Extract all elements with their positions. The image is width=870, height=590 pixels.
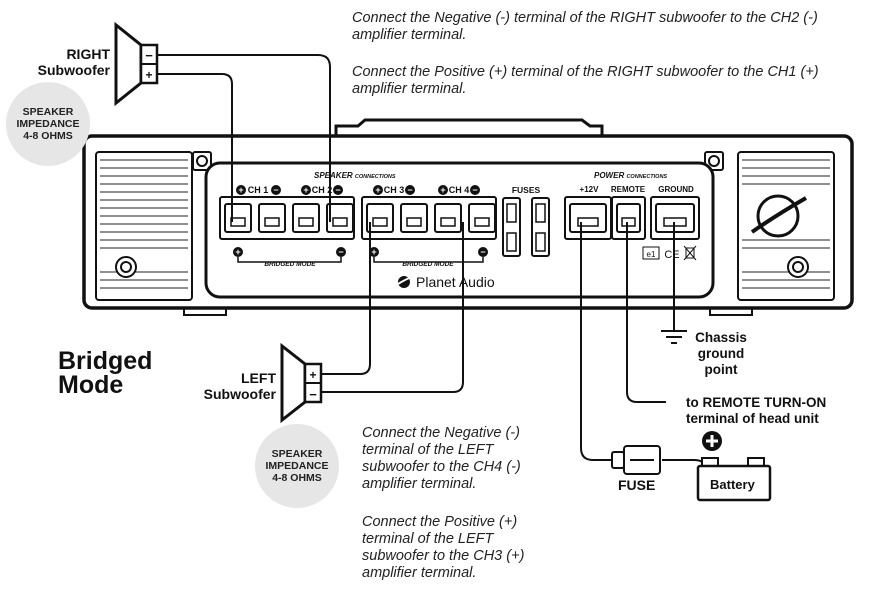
fuse-holders (502, 197, 550, 257)
power-terminal-label-ground: GROUND (658, 185, 694, 194)
speaker-connections-header: SPEAKER CONNECTIONS (314, 171, 396, 180)
note-right-negative: Connect the Negative (-) terminal of the… (352, 10, 818, 43)
remote-turn-on-label: to REMOTE TURN-ON terminal of head unit (686, 395, 827, 426)
svg-text:−: − (335, 185, 340, 195)
impedance-line-3: 4-8 OHMS (23, 130, 73, 142)
right-subwoofer-label: RIGHT Subwoofer (37, 46, 110, 78)
speaker-terminal-block-1 (219, 196, 355, 240)
fuses-label: FUSES (512, 185, 541, 195)
bridged-brackets (237, 257, 484, 263)
channel-label-1: CH 1 (248, 185, 269, 195)
svg-text:−: − (145, 48, 153, 63)
battery-positive-icon (702, 431, 722, 451)
power-terminal-label-remote: REMOTE (611, 185, 646, 194)
channel-label-2: CH 2 (312, 185, 333, 195)
brand-logo-icon (397, 275, 415, 288)
fuse-label: FUSE (618, 477, 656, 493)
heatsink-fins-left (100, 159, 188, 289)
chassis-ground-label: Chassis ground point (695, 330, 747, 377)
ground-symbol-icon (661, 330, 687, 344)
svg-text:+: + (303, 185, 308, 195)
svg-text:−: − (309, 387, 317, 402)
e1-mark (642, 246, 660, 260)
svg-text:−: − (273, 185, 278, 195)
e1-mark-text: e1 (647, 250, 656, 259)
power-terminal-block (564, 196, 700, 240)
svg-text:+: + (309, 368, 316, 382)
svg-text:+: + (371, 247, 376, 257)
power-connections-header: POWER CONNECTIONS (594, 171, 667, 180)
weee-bin-icon (683, 245, 697, 261)
heatsink-fins-right (742, 159, 830, 289)
impedance-line-3: 4-8 OHMS (272, 472, 322, 484)
svg-text:+: + (375, 185, 380, 195)
brand-name: Planet Audio (416, 274, 495, 290)
wire-remote (626, 222, 666, 403)
screw-icons (115, 151, 809, 278)
left-subwoofer-icon: + − (280, 342, 323, 424)
mode-title: Bridged Mode (58, 347, 153, 399)
svg-text:+: + (440, 185, 445, 195)
right-subwoofer-icon: − + (114, 21, 159, 107)
channel-label-3: CH 3 (384, 185, 405, 195)
svg-text:+: + (238, 185, 243, 195)
ce-mark: CE (664, 249, 679, 261)
polarity-markers: + + − + + − − − + − + − (233, 185, 488, 257)
svg-text:−: − (338, 247, 343, 257)
svg-text:+: + (145, 68, 152, 82)
amplifier (82, 118, 854, 316)
impedance-line-1: SPEAKER (22, 106, 74, 118)
impedance-line-2: IMPEDANCE (16, 118, 80, 130)
power-terminal-label-12v: +12V (580, 185, 600, 194)
wire-left-positive (321, 222, 371, 375)
left-subwoofer-label: LEFT Subwoofer (203, 370, 276, 402)
note-left-positive: Connect the Positive (+) terminal of the… (362, 514, 525, 581)
wire-12v (580, 222, 612, 461)
svg-text:−: − (472, 185, 477, 195)
wire-right-positive (157, 73, 233, 222)
svg-text:−: − (407, 185, 412, 195)
note-right-positive: Connect the Positive (+) terminal of the… (352, 64, 819, 97)
wire-fuse-battery (662, 459, 705, 467)
speaker-terminal-block-2 (361, 196, 497, 240)
battery-icon (696, 457, 772, 502)
impedance-badge-right: SPEAKER IMPEDANCE 4-8 OHMS (6, 82, 90, 166)
inline-fuse-icon (611, 445, 661, 475)
bridged-mode-label-1: BRIDGED MODE (264, 261, 316, 268)
impedance-badge-left: SPEAKER IMPEDANCE 4-8 OHMS (255, 424, 339, 508)
channel-label-4: CH 4 (449, 185, 470, 195)
wire-left-negative (321, 222, 464, 393)
bridged-mode-label-2: BRIDGED MODE (402, 261, 454, 268)
impedance-line-1: SPEAKER (271, 448, 323, 460)
note-left-negative: Connect the Negative (-) terminal of the… (362, 425, 521, 492)
svg-text:−: − (480, 247, 485, 257)
svg-text:+: + (235, 247, 240, 257)
planet-logo-icon (750, 194, 807, 238)
battery-label: Battery (710, 477, 755, 492)
impedance-line-2: IMPEDANCE (265, 460, 329, 472)
wire-right-negative (157, 54, 331, 222)
